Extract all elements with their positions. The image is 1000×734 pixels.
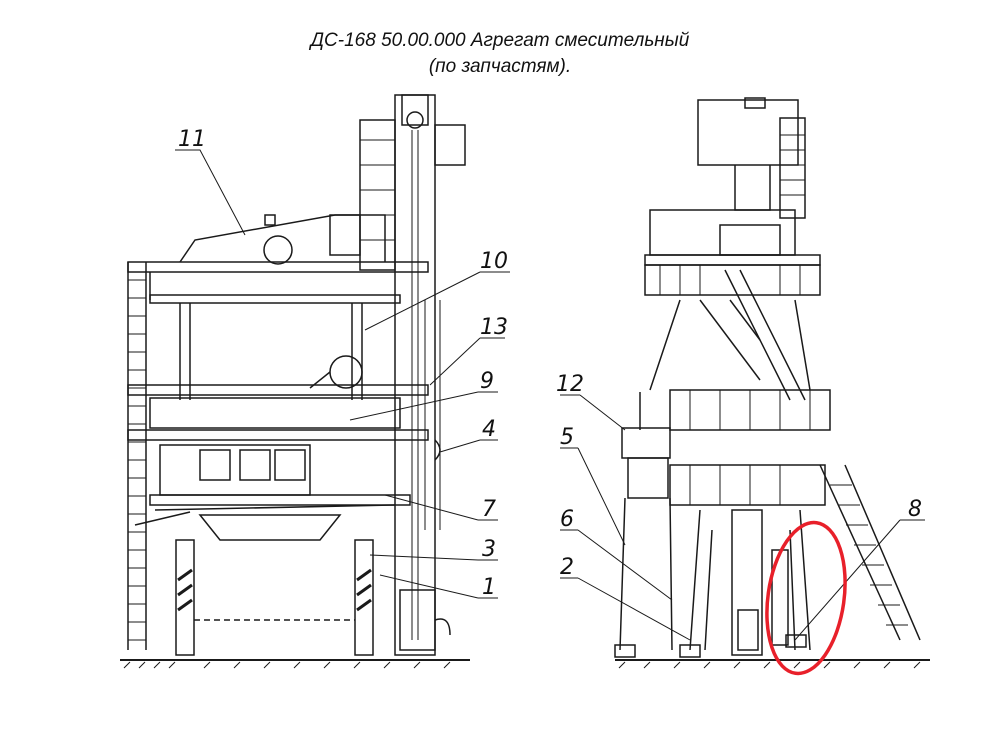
- front-view: [120, 94, 470, 669]
- callout-1: 1: [482, 575, 496, 600]
- leader-lines: [175, 149, 925, 641]
- callout-12: 12: [556, 372, 584, 397]
- callout-2: 2: [560, 555, 574, 580]
- callout-3: 3: [482, 537, 496, 562]
- callout-6: 6: [560, 507, 574, 532]
- callout-9: 9: [480, 369, 494, 394]
- highlight-ellipse: [765, 520, 847, 676]
- title-line-2: (по запчастям).: [428, 56, 572, 77]
- callout-5: 5: [560, 425, 574, 450]
- callout-13: 13: [480, 315, 508, 340]
- callout-8: 8: [908, 497, 922, 522]
- callout-4: 4: [482, 417, 496, 442]
- callout-11: 11: [178, 127, 206, 152]
- callout-7: 7: [482, 497, 496, 522]
- title-line-1: ДС-168 50.00.000 Агрегат смесительный: [310, 30, 690, 51]
- side-view: [614, 97, 930, 669]
- callout-10: 10: [480, 249, 508, 274]
